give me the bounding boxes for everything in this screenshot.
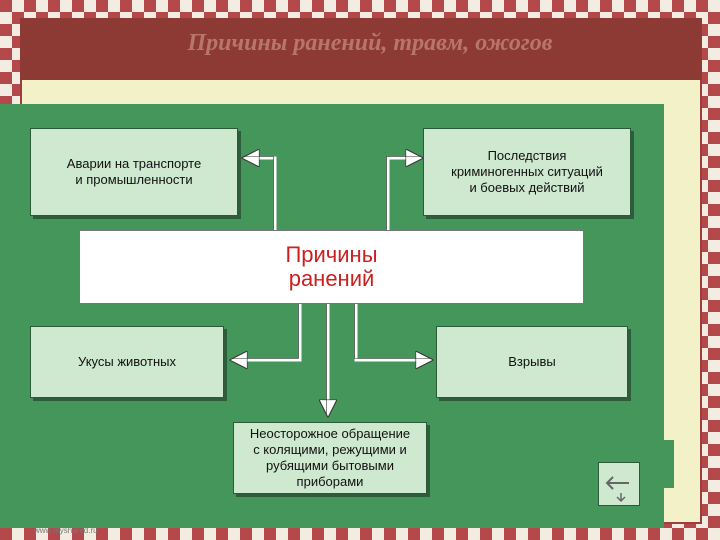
center-line2: ранений <box>288 266 375 291</box>
arrow-to-transport <box>245 158 277 230</box>
node-criminal-line2: криминогенных ситуаций <box>451 164 603 179</box>
node-careless-line1: Неосторожное обращение <box>249 426 411 441</box>
arrow-to-animals <box>233 304 302 360</box>
center-line1: Причины <box>285 242 378 267</box>
node-criminal-line3: и боевых действий <box>469 180 585 195</box>
node-transport-line2: и промышленности <box>75 172 193 187</box>
node-animals-line1: Укусы животных <box>78 354 176 369</box>
node-careless-handling: Неосторожное обращение с колящими, режущ… <box>233 422 427 494</box>
node-explosions: Взрывы <box>436 326 628 398</box>
node-careless-line2: с колящими, режущими и <box>253 442 407 457</box>
node-criminal-consequences: Последствия криминогенных ситуаций и бое… <box>423 128 631 216</box>
back-arrow-icon <box>605 476 629 503</box>
center-node-causes: Причины ранений <box>79 230 584 304</box>
node-transport-accidents: Аварии на транспорте и промышленности <box>30 128 238 216</box>
arrow-to-explosions <box>354 304 430 360</box>
node-careless-line4: приборами <box>296 474 364 489</box>
arrow-to-criminal <box>386 158 420 230</box>
footer-source: www.myshared.ru <box>34 526 98 535</box>
node-transport-line1: Аварии на транспорте <box>66 156 202 171</box>
title-bar <box>20 18 702 80</box>
node-careless-line3: рубящими бытовыми <box>266 458 394 473</box>
node-explosions-line1: Взрывы <box>508 354 556 369</box>
node-animal-bites: Укусы животных <box>30 326 224 398</box>
back-nav-button[interactable] <box>598 462 640 506</box>
node-criminal-line1: Последствия <box>487 148 567 163</box>
diagram-panel-notch <box>660 440 674 488</box>
slide-title: Причины ранений, травм, ожогов <box>187 30 553 56</box>
